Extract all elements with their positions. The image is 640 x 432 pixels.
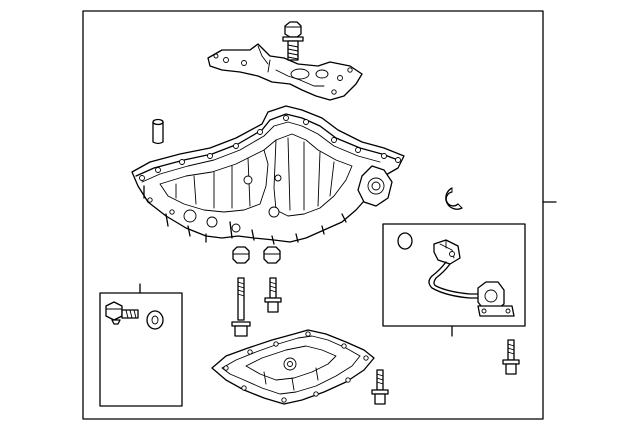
long-stud-bolt[interactable]	[232, 278, 250, 336]
oil-level-sensor[interactable]	[478, 282, 514, 316]
drain-plug-washer[interactable]	[147, 311, 163, 329]
short-bolt[interactable]	[265, 278, 281, 312]
baffle-bolt[interactable]	[283, 22, 303, 60]
dowel-pin[interactable]	[153, 120, 163, 144]
sensor-o-ring[interactable]	[398, 233, 412, 249]
lower-oil-pan[interactable]	[212, 330, 374, 404]
upper-oil-pan[interactable]	[132, 106, 404, 244]
drain-plug-kit[interactable]	[100, 284, 182, 406]
sensor-connector[interactable]	[434, 240, 460, 264]
oil-level-sensor-kit[interactable]	[383, 224, 525, 336]
assembly-frame	[83, 11, 543, 419]
retainer-clip[interactable]	[446, 188, 462, 209]
drain-plug-left[interactable]	[233, 247, 249, 263]
sensor-wire-harness[interactable]	[429, 262, 480, 298]
drain-plug-bolt[interactable]	[106, 302, 138, 324]
baffle-plate[interactable]	[208, 44, 362, 100]
lower-pan-bolt[interactable]	[372, 370, 388, 404]
sensor-bolt[interactable]	[503, 340, 519, 374]
drain-plug-right[interactable]	[264, 247, 280, 263]
